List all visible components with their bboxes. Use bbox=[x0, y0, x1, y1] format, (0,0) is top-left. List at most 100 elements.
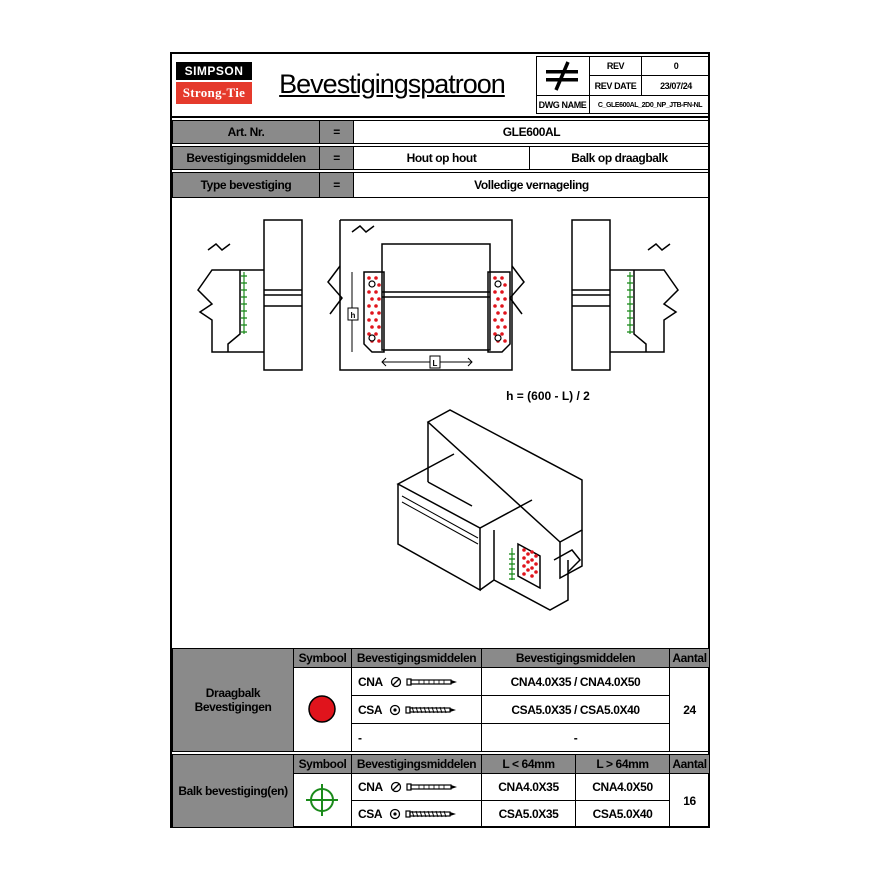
nail-dot bbox=[522, 572, 526, 576]
table2-col-gt: L > 64mm bbox=[576, 754, 670, 774]
rev-date-label: REV DATE bbox=[590, 76, 642, 96]
bev-label: Bevestigingsmiddelen bbox=[172, 146, 320, 170]
table2-col-aantal: Aantal bbox=[670, 754, 710, 774]
nail-dot bbox=[493, 290, 497, 294]
nail-dot bbox=[530, 550, 534, 554]
dwg-name-value: C_GLE600AL_2D0_NP_JTB-FN-NL bbox=[597, 101, 703, 109]
right-side-view bbox=[571, 219, 679, 371]
nail-dot bbox=[522, 548, 526, 552]
header-divider bbox=[172, 116, 708, 118]
fastener-type: CSA bbox=[358, 702, 383, 717]
table1-col-aantal: Aantal bbox=[670, 648, 710, 668]
bev-value-beam: Balk op draagbalk bbox=[530, 146, 710, 170]
table1-fastener-cell: - bbox=[352, 724, 482, 752]
equals-sign: = bbox=[320, 120, 354, 144]
fastener-type: CNA bbox=[358, 674, 383, 689]
isometric-view bbox=[396, 409, 583, 611]
nail-dot bbox=[367, 332, 371, 336]
bolt-hole bbox=[494, 334, 502, 342]
bolt-hole bbox=[368, 334, 376, 342]
fastener-type: CNA bbox=[358, 780, 383, 794]
type-label: Type bevestiging bbox=[172, 172, 320, 198]
bolt-hole bbox=[368, 280, 376, 288]
table2-section-label: Balk bevestiging(en) bbox=[172, 754, 294, 828]
formula-text: h = (600 - L) / 2 bbox=[506, 389, 590, 403]
screw-icon bbox=[389, 704, 457, 715]
nail-dot bbox=[493, 318, 497, 322]
bev-value-wood: Hout op hout bbox=[354, 146, 530, 170]
nail-dot bbox=[374, 318, 378, 322]
table1-section-label: Draagbalk Bevestigingen bbox=[172, 648, 294, 752]
table1-section-text: Draagbalk Bevestigingen bbox=[194, 686, 272, 714]
table1-spec-cell: - bbox=[482, 724, 670, 752]
nail-dot bbox=[377, 339, 381, 343]
nail-dot bbox=[374, 304, 378, 308]
table2-col-symbool: Symbool bbox=[294, 754, 352, 774]
nail-dot bbox=[493, 276, 497, 280]
nail-pattern bbox=[367, 276, 538, 578]
table2-col-middelen: Bevestigingsmiddelen bbox=[352, 754, 482, 774]
nail-dot bbox=[367, 290, 371, 294]
art-label: Art. Nr. bbox=[172, 120, 320, 144]
nail-dot bbox=[493, 304, 497, 308]
not-equal-symbol bbox=[536, 56, 590, 96]
nail-dot bbox=[534, 562, 538, 566]
brand-logo-top: SIMPSON bbox=[176, 62, 252, 80]
table2-lt-cell: CNA4.0X35 bbox=[482, 774, 576, 801]
table2-lt-cell: CSA5.0X35 bbox=[482, 801, 576, 828]
nail-dot bbox=[530, 566, 534, 570]
nail-dot bbox=[374, 332, 378, 336]
table1-spec-cell: CNA4.0X35 / CNA4.0X50 bbox=[482, 668, 670, 696]
nail-dot bbox=[496, 325, 500, 329]
table1-col-middelen-2: Bevestigingsmiddelen bbox=[482, 648, 670, 668]
crosshair-icon bbox=[306, 784, 338, 816]
nail-dot bbox=[503, 297, 507, 301]
nail-dot bbox=[493, 332, 497, 336]
rev-value: 0 bbox=[642, 56, 710, 76]
table2-fastener-cell: CNA bbox=[352, 774, 482, 801]
title-block bbox=[536, 56, 710, 114]
left-side-view bbox=[197, 219, 303, 371]
nail-dot bbox=[530, 558, 534, 562]
table1-symbol-cell bbox=[294, 668, 352, 752]
dimension-l-label: L bbox=[433, 359, 438, 368]
nail-dot bbox=[367, 318, 371, 322]
page-title: Bevestigingspatroon bbox=[279, 68, 506, 99]
nail-dot bbox=[500, 318, 504, 322]
nail-dot bbox=[503, 339, 507, 343]
nail-dot bbox=[496, 297, 500, 301]
rev-date-value: 23/07/24 bbox=[642, 76, 710, 96]
table2-section-text: Balk bevestiging(en) bbox=[178, 784, 288, 798]
table1-col-symbool: Symbool bbox=[294, 648, 352, 668]
screw-icon bbox=[389, 808, 457, 820]
nail-dot bbox=[500, 304, 504, 308]
nail-dot bbox=[377, 325, 381, 329]
nail-dot bbox=[526, 560, 530, 564]
nail-dot bbox=[500, 290, 504, 294]
front-view bbox=[327, 219, 525, 371]
nail-dot bbox=[377, 311, 381, 315]
nail-dot bbox=[496, 311, 500, 315]
not-equal-icon bbox=[546, 61, 578, 91]
nail-dot bbox=[370, 311, 374, 315]
table1-fastener-cell: CSA bbox=[352, 696, 482, 724]
bolt-hole bbox=[494, 280, 502, 288]
nail-dot bbox=[370, 297, 374, 301]
nail-dot bbox=[534, 570, 538, 574]
nail-dot bbox=[534, 554, 538, 558]
nail-dot bbox=[522, 564, 526, 568]
table2-col-lt: L < 64mm bbox=[482, 754, 576, 774]
nail-dot bbox=[377, 283, 381, 287]
table2-gt-cell: CSA5.0X40 bbox=[576, 801, 670, 828]
red-dot-icon bbox=[308, 695, 336, 723]
nail-dot bbox=[522, 556, 526, 560]
nail-dot bbox=[374, 290, 378, 294]
dimension-h-label: h bbox=[351, 311, 356, 320]
nail-icon bbox=[390, 781, 457, 793]
technical-drawing: h L h = (600 - L) / 2 bbox=[197, 219, 679, 611]
nail-dot bbox=[374, 276, 378, 280]
fastener-type: CSA bbox=[358, 807, 383, 821]
table1-spec-cell: CSA5.0X35 / CSA5.0X40 bbox=[482, 696, 670, 724]
drawing-sheet: SIMPSON Strong-Tie Bevestigingspatroon D… bbox=[170, 52, 710, 828]
nail-dot bbox=[526, 568, 530, 572]
